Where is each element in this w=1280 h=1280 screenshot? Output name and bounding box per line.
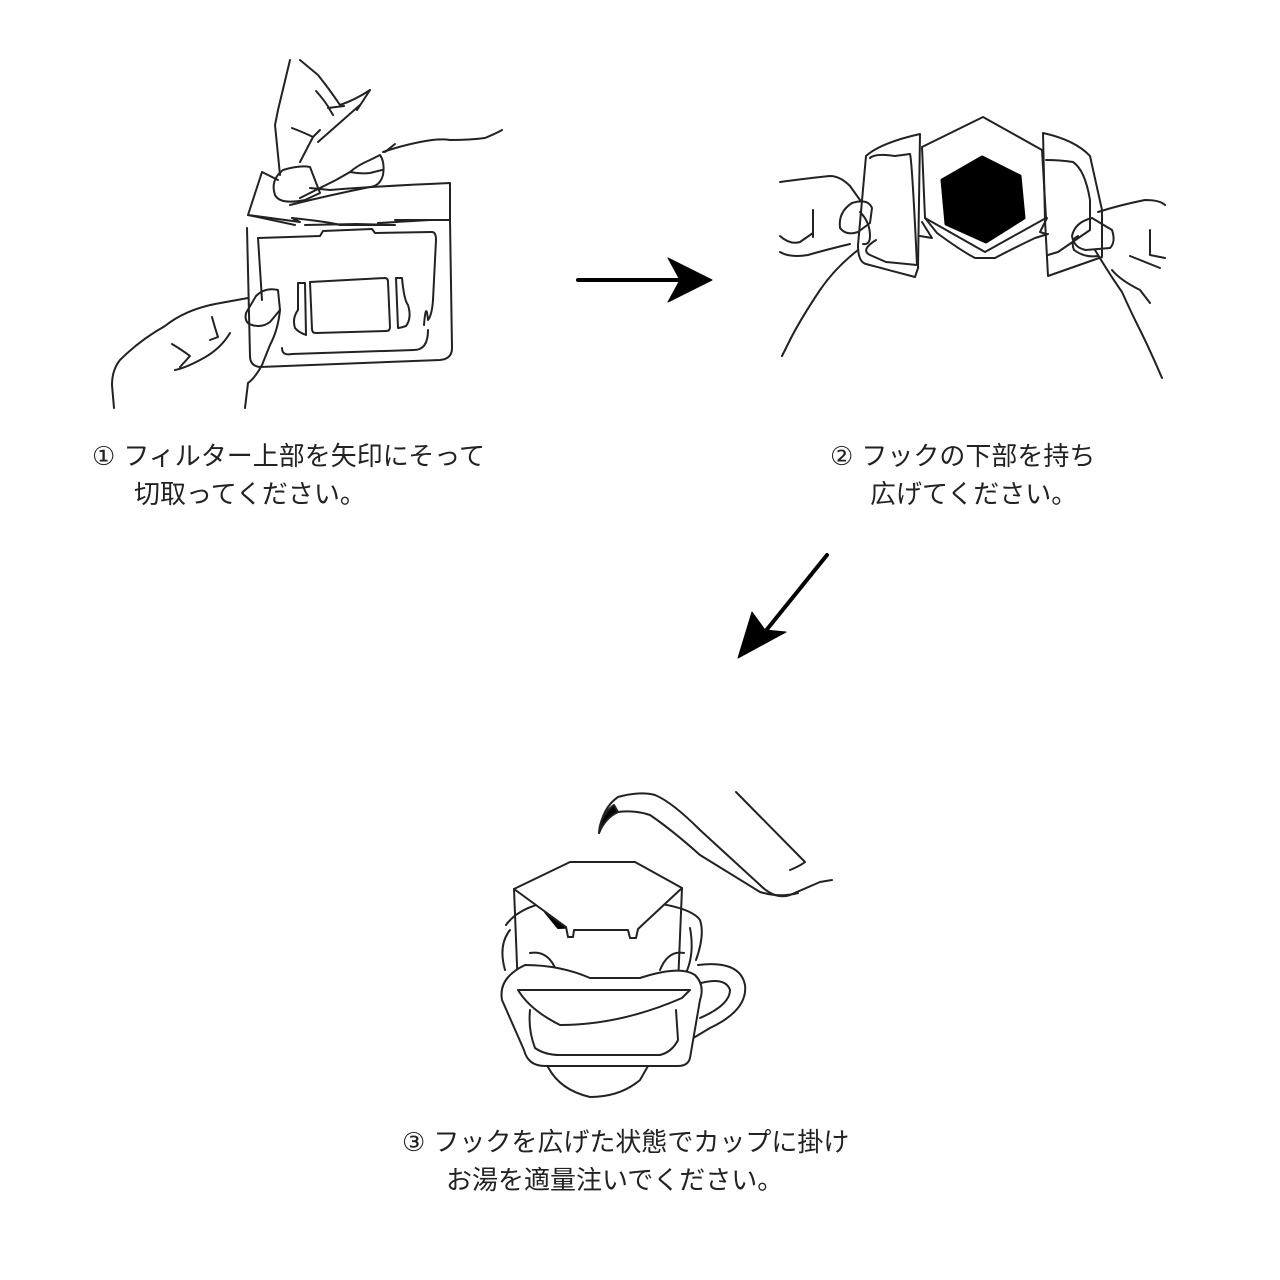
- hook-right: [395, 277, 411, 329]
- step2-line2: 広げてください。: [870, 480, 1078, 510]
- step1-number: ①: [92, 442, 116, 472]
- cup-handle: [689, 963, 747, 1041]
- torn-strip: [247, 171, 396, 226]
- arrow-down-left-icon: [737, 553, 829, 659]
- right-hook-flap: [1042, 132, 1103, 277]
- step1-line1: フィルター上部を矢印にそって: [123, 442, 485, 472]
- cup: [505, 899, 703, 961]
- step3-illustration: [500, 791, 833, 1098]
- left-hook-flap: [857, 133, 921, 278]
- arrow-right-icon: [576, 257, 713, 303]
- step2-line1: フックの下部を持ち: [861, 442, 1096, 472]
- step3-line1: フックを広げた状態でカップに掛け: [433, 1128, 850, 1158]
- hook-left: [293, 282, 307, 336]
- coffee-grounds: [940, 155, 1026, 244]
- hook-center: [309, 277, 391, 334]
- step3-number: ③: [402, 1128, 426, 1158]
- top-hand: [274, 59, 371, 176]
- bottom-hand: [111, 297, 249, 409]
- step3-line2: お湯を適量注いでください。: [446, 1166, 784, 1196]
- step1-illustration: [111, 59, 503, 409]
- top-thumb: [272, 165, 321, 203]
- left-hand: [779, 175, 861, 201]
- filter-hexagon: [921, 116, 1047, 253]
- step2-number: ②: [830, 442, 854, 472]
- front-hook-flap: [500, 964, 703, 1067]
- step2-illustration: [779, 116, 1166, 379]
- filter-bag-top: [309, 182, 451, 221]
- right-hand: [1097, 199, 1166, 213]
- step1-line2: 切取ってください。: [134, 480, 366, 510]
- filter-bag: [246, 219, 453, 368]
